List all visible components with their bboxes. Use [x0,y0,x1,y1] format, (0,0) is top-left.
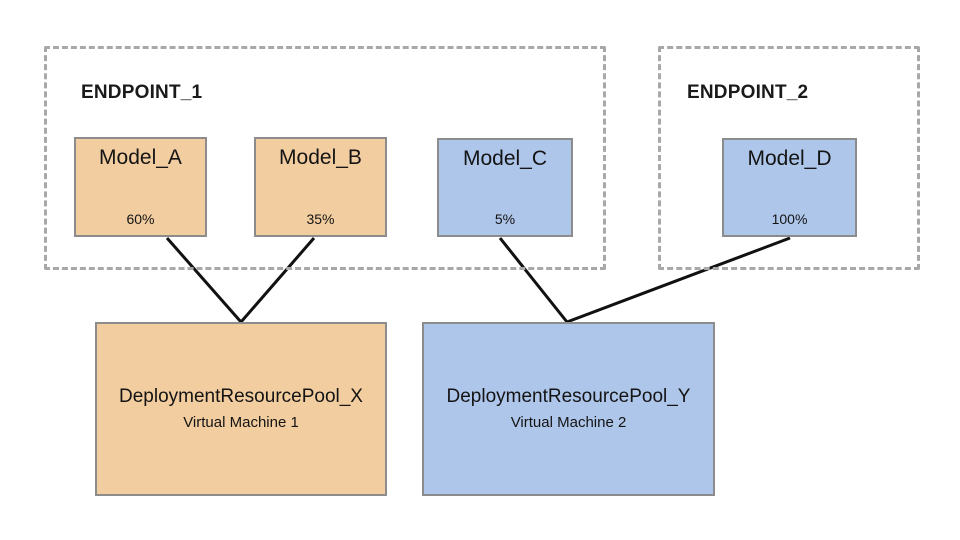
model-node-b[interactable]: Model_B 35% [254,137,387,237]
model-node-b-name: Model_B [279,146,362,169]
resource-pool-node-x-machine: Virtual Machine 1 [183,414,299,432]
model-node-c[interactable]: Model_C 5% [437,138,573,237]
endpoint-group-2-label: ENDPOINT_2 [687,82,809,103]
model-node-a-traffic-split: 60% [126,211,155,227]
resource-pool-node-y-machine: Virtual Machine 2 [510,414,627,432]
model-node-b-traffic-split: 35% [306,211,335,227]
resource-pool-node-x[interactable]: DeploymentResourcePool_X Virtual Machine… [95,322,387,496]
model-node-c-traffic-split: 5% [494,211,516,227]
resource-pool-node-y-name: DeploymentResourcePool_Y [446,385,691,407]
model-node-a-name: Model_A [99,146,182,169]
resource-pool-node-x-name: DeploymentResourcePool_X [119,385,363,407]
model-node-d-name: Model_D [747,147,832,170]
model-node-d-traffic-split: 100% [771,211,808,227]
model-node-a[interactable]: Model_A 60% [74,137,207,237]
endpoint-group-1-label: ENDPOINT_1 [81,82,203,103]
resource-pool-node-y[interactable]: DeploymentResourcePool_Y Virtual Machine… [422,322,715,496]
model-node-d[interactable]: Model_D 100% [722,138,857,237]
endpoint-group-2 [658,46,920,270]
model-node-c-name: Model_C [462,147,548,170]
endpoint-group-1 [44,46,606,270]
